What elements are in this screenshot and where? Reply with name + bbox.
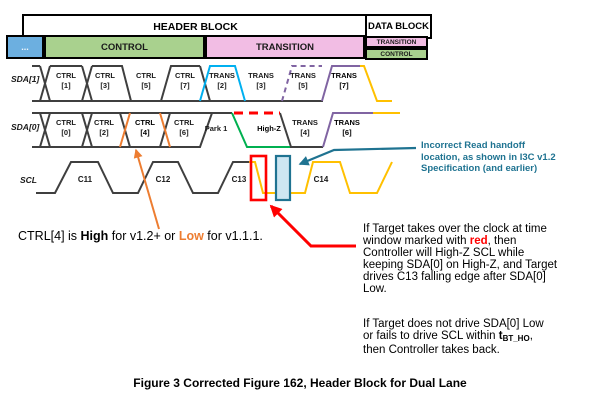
sda1-cell-trans7: TRANS[7] xyxy=(331,71,357,90)
scl-clock-c12: C12 xyxy=(155,175,171,184)
target-fail-paragraph: If Target does not drive SDA[0] Low or f… xyxy=(363,318,544,356)
scl-label: SCL xyxy=(20,175,37,185)
t-bt-ho-symbol: t xyxy=(498,329,503,342)
incorrect-handoff-note: Incorrect Read handoff location, as show… xyxy=(421,140,556,175)
sda0-cell-ctrl2: CTRL[2] xyxy=(94,118,114,137)
scl-clock-c13: C13 xyxy=(231,175,247,184)
orange-arrow xyxy=(133,148,160,230)
sda0-cell-trans4: TRANS[4] xyxy=(292,118,318,137)
sda1-cell-trans5: TRANS[5] xyxy=(290,71,316,90)
red-word: red xyxy=(469,234,488,247)
red-window-rect xyxy=(249,154,268,202)
sda1-cell-trans3: TRANS[3] xyxy=(248,71,274,90)
ctrl4-low: Low xyxy=(178,229,204,243)
sda1-cell-trans2: TRANS[2] xyxy=(209,71,235,90)
incorrect-handoff-rect xyxy=(274,154,292,202)
sda1-cell-ctrl7: CTRL[7] xyxy=(175,71,195,90)
sda1-label: SDA[1] xyxy=(11,74,40,84)
sda0-cell-trans6: TRANS[6] xyxy=(334,118,360,137)
sda0-cell-ctrl4: CTRL[4] xyxy=(135,118,155,137)
figure-caption: Figure 3 Corrected Figure 162, Header Bl… xyxy=(133,376,467,390)
sda0-label: SDA[0] xyxy=(11,122,40,132)
sda1-cell-ctrl5: CTRL[5] xyxy=(136,71,156,90)
header-block-box: HEADER BLOCK xyxy=(22,14,369,39)
sda1-cell-ctrl1: CTRL[1] xyxy=(56,71,76,90)
ellipsis-cell: ... xyxy=(6,35,44,59)
scl-clock-c14: C14 xyxy=(313,175,329,184)
sda0-cell-highz: High-Z xyxy=(257,124,281,133)
control-cell: CONTROL xyxy=(44,35,205,59)
sda1-waveform xyxy=(32,65,392,102)
target-takeover-paragraph: If Target takes over the clock at time w… xyxy=(363,223,558,295)
teal-arrow xyxy=(298,146,417,166)
scl-waveform xyxy=(36,161,393,194)
sda0-cell-park1: Park 1 xyxy=(204,124,228,133)
data-transition-cell: TRANSITION xyxy=(365,36,428,48)
sda1-cell-ctrl3: CTRL[3] xyxy=(95,71,115,90)
ctrl4-high: High xyxy=(80,229,109,243)
sda0-cell-ctrl6: CTRL[6] xyxy=(174,118,194,137)
transition-cell: TRANSITION xyxy=(205,35,365,59)
ctrl4-note: CTRL[4] is High for v1.2+ or Low for v1.… xyxy=(18,229,263,243)
scl-clock-c11: C11 xyxy=(77,175,93,184)
sda0-waveform xyxy=(32,111,400,148)
sda0-cell-ctrl0: CTRL[0] xyxy=(56,118,76,137)
data-control-cell: CONTROL xyxy=(365,48,428,60)
red-arrow xyxy=(269,204,356,248)
